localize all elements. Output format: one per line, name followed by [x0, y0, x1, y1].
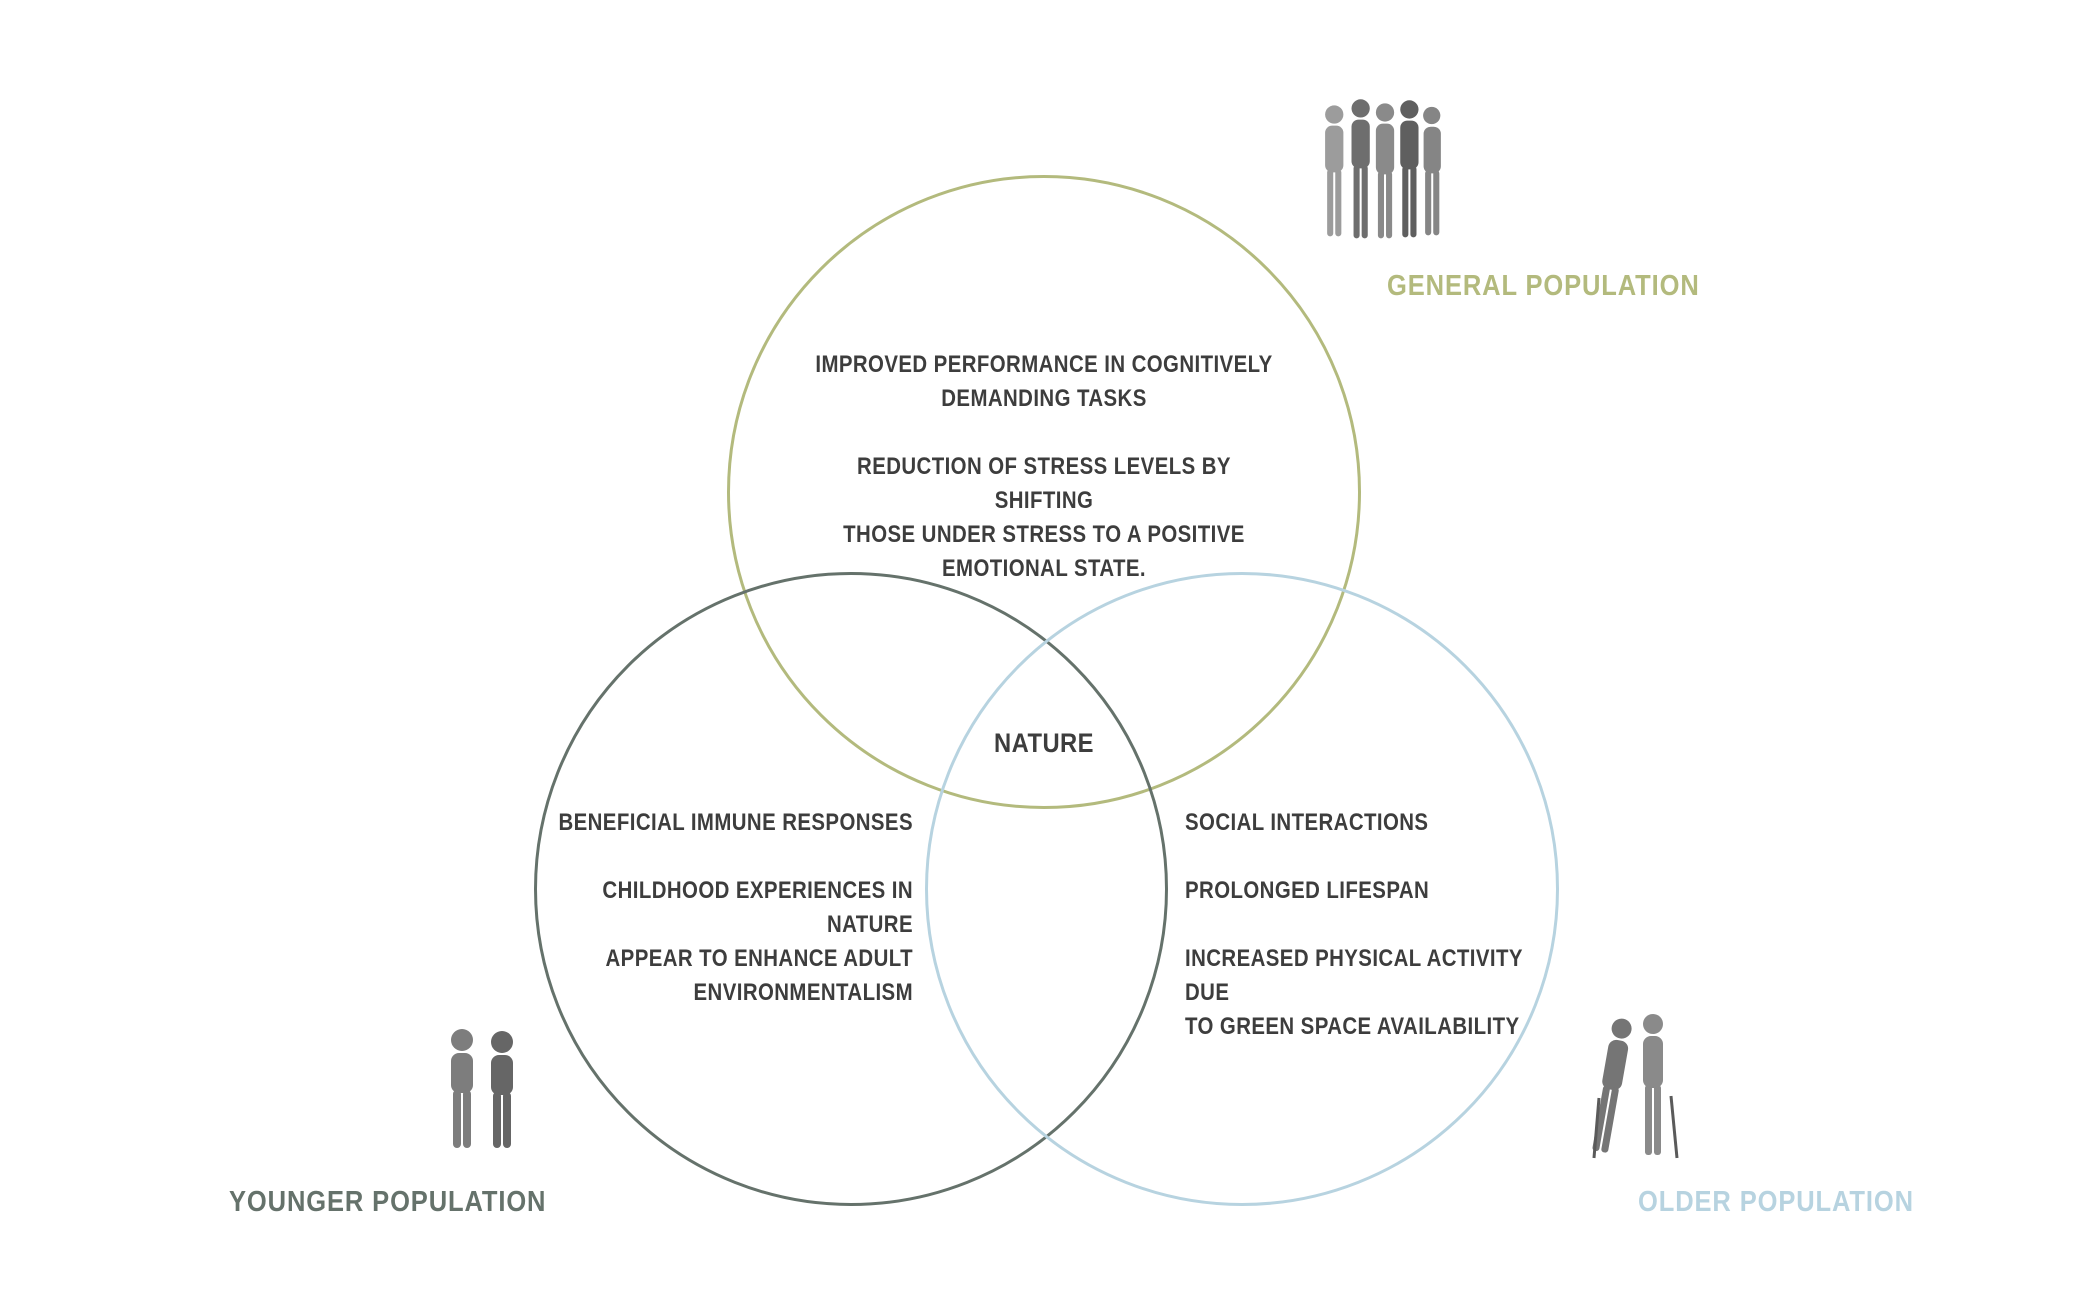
younger-population-benefits: BENEFICIAL IMMUNE RESPONSES CHILDHOOD EX…: [556, 806, 913, 1010]
benefit-item: REDUCTION OF STRESS LEVELS BY SHIFTING T…: [843, 453, 1245, 583]
general-population-benefits: IMPROVED PERFORMANCE IN COGNITIVELY DEMA…: [806, 348, 1282, 586]
group-of-adults-photo: [1325, 99, 1441, 239]
older-population-label: OLDER POPULATION: [1638, 1186, 1914, 1218]
two-elderly-people-photo: [1592, 1014, 1679, 1159]
two-children-photo: [451, 1029, 513, 1148]
benefit-item: CHILDHOOD EXPERIENCES IN NATURE APPEAR T…: [602, 877, 913, 1007]
center-label-nature: NATURE: [994, 728, 1094, 758]
benefit-item: INCREASED PHYSICAL ACTIVITY DUE TO GREEN…: [1185, 945, 1523, 1041]
benefit-item: PROLONGED LIFESPAN: [1185, 877, 1430, 905]
general-population-label: GENERAL POPULATION: [1387, 270, 1700, 302]
older-population-benefits: SOCIAL INTERACTIONS PROLONGED LIFESPAN I…: [1185, 806, 1551, 1044]
older-population-circle: [925, 572, 1559, 1206]
benefit-item: SOCIAL INTERACTIONS: [1185, 809, 1429, 836]
benefit-item: IMPROVED PERFORMANCE IN COGNITIVELY DEMA…: [815, 351, 1273, 413]
benefit-item: BENEFICIAL IMMUNE RESPONSES: [558, 809, 913, 836]
younger-population-label: YOUNGER POPULATION: [229, 1186, 547, 1218]
